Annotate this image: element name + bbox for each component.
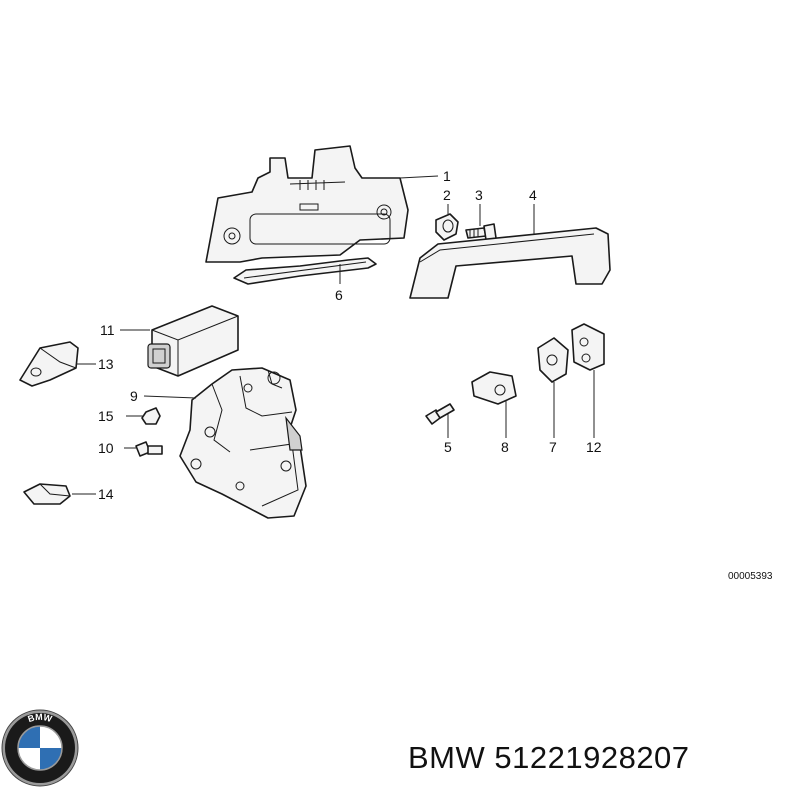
part-10-bolt [135, 441, 163, 457]
callout-6: 6 [335, 287, 343, 303]
callout-9: 9 [130, 388, 138, 404]
callout-13: 13 [98, 356, 114, 372]
part-number-caption: BMW 51221928207 [408, 740, 690, 776]
callout-11: 11 [100, 322, 115, 338]
leader-9 [143, 395, 197, 399]
callout-1: 1 [443, 168, 451, 184]
callout-15: 15 [98, 408, 114, 424]
part-14-clip [23, 483, 71, 505]
leader-1 [399, 175, 439, 179]
callout-8: 8 [501, 439, 509, 455]
part-12-plate [571, 323, 605, 371]
callout-10: 10 [98, 440, 114, 456]
bmw-logo-lettering: BMW [27, 712, 54, 724]
part-6-seal [233, 257, 377, 285]
part-5-screw [425, 403, 455, 425]
callout-14: 14 [98, 486, 114, 502]
brand-name: BMW [408, 740, 486, 775]
part-8-bracket [471, 371, 517, 405]
part-3-screw [465, 223, 497, 241]
callout-3: 3 [475, 187, 483, 203]
callout-4: 4 [529, 187, 537, 203]
part-1-handle-carrier [205, 145, 409, 263]
callout-2: 2 [443, 187, 451, 203]
part-15-nut [141, 407, 161, 425]
part-number: 51221928207 [494, 740, 690, 775]
leader-lines [72, 175, 595, 495]
part-9-lock [179, 367, 307, 519]
callout-5: 5 [444, 439, 452, 455]
bmw-logo: BMW [1, 709, 79, 787]
part-7-plate [537, 337, 569, 383]
part-13-clip [19, 341, 79, 387]
callout-12: 12 [586, 439, 602, 455]
callout-labels: 1 2 3 4 6 11 13 9 15 10 14 5 8 7 12 [98, 168, 602, 502]
part-2-bush [435, 213, 459, 241]
diagram-reference-code: 00005393 [728, 571, 773, 582]
callout-7: 7 [549, 439, 557, 455]
part-11-switch [147, 305, 239, 377]
part-4-handle-grip [409, 227, 611, 299]
